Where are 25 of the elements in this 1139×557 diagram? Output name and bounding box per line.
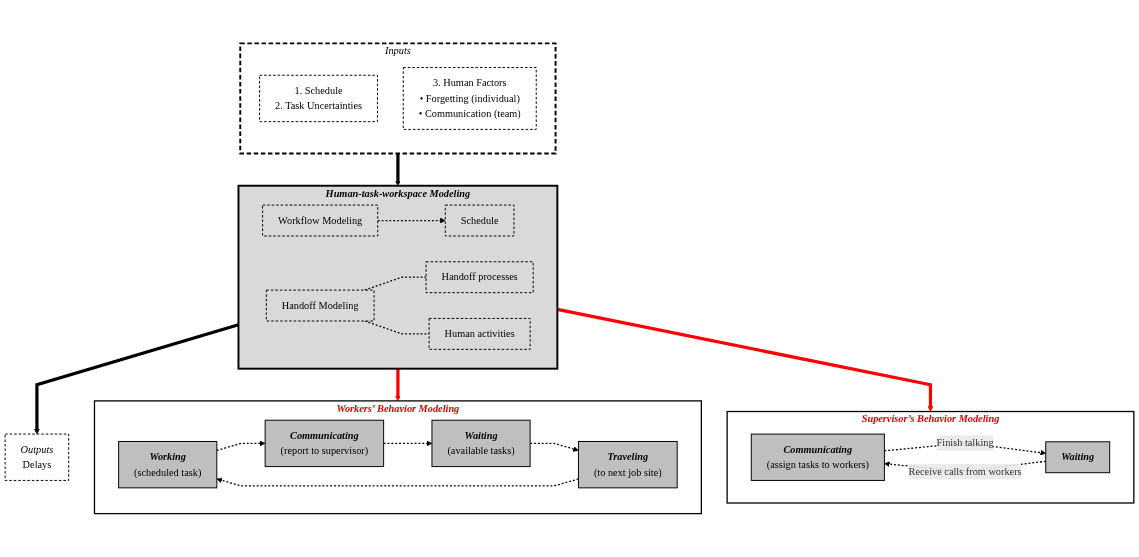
node-box: Handoff processes — [425, 261, 534, 294]
node-box: Waiting — [1045, 441, 1111, 474]
arrow — [395, 368, 401, 402]
arrow — [377, 217, 446, 224]
node-box: Waiting (available tasks) — [431, 419, 531, 468]
arrow — [557, 307, 934, 412]
arrow — [34, 323, 239, 435]
node-box: Outputs Delays — [4, 433, 70, 481]
node-box: 1. Schedule 2. Task Uncertainties — [259, 74, 378, 123]
arrow — [216, 440, 266, 452]
arrow — [529, 442, 579, 452]
edge-label: Finish talking — [936, 437, 994, 449]
edge-label: Receive calls from workers — [908, 465, 1022, 477]
node-box: Communicating (assign tasks to workers) — [750, 433, 885, 481]
node-box: Handoff Modeling — [265, 289, 375, 322]
arrow — [383, 440, 433, 447]
node-box: Traveling (to next job site) — [577, 441, 678, 489]
node-box: Communicating (report to supervisor) — [264, 419, 385, 468]
node-box: Human activities — [428, 317, 531, 350]
arrow — [216, 477, 580, 487]
arrow — [395, 153, 401, 186]
node-box: Workflow Modeling — [262, 204, 379, 237]
node-box: Schedule — [444, 204, 515, 237]
node-box: Working (scheduled task) — [118, 441, 218, 489]
node-box: 3. Human Factors • Forgetting (individual) • Communication (team) — [402, 67, 537, 130]
